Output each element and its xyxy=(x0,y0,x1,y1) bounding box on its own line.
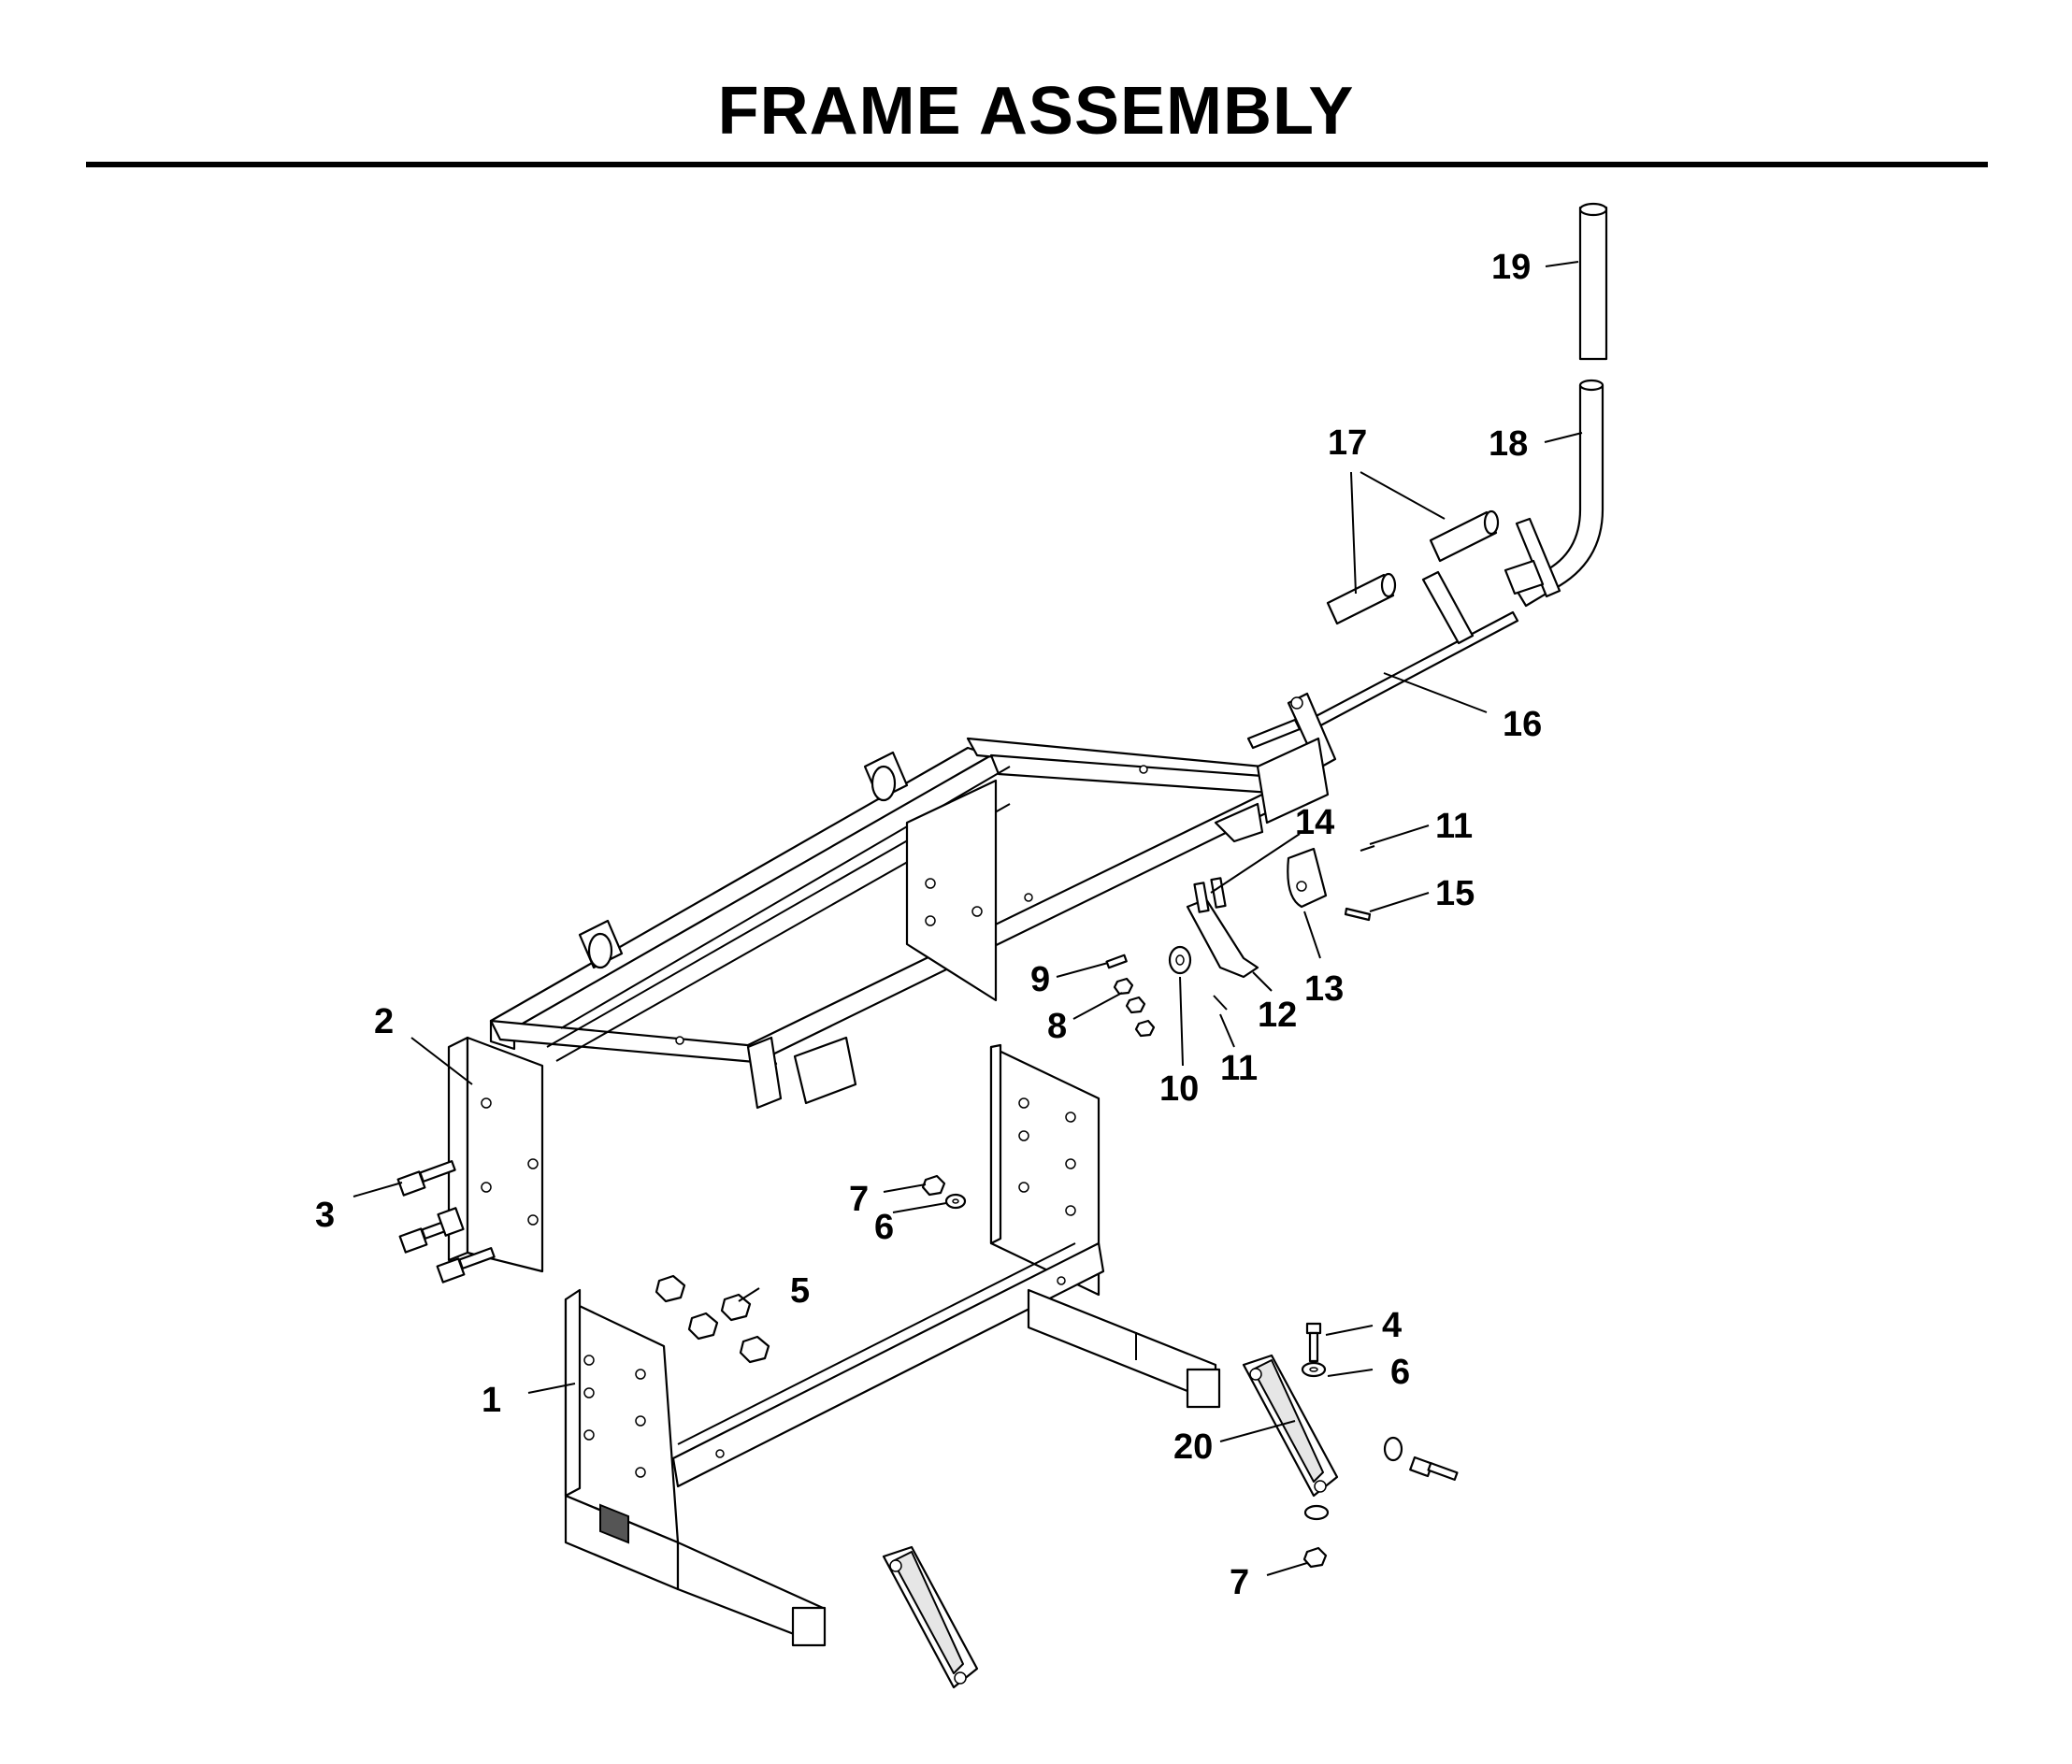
part-19-handle-tube xyxy=(1578,202,1608,361)
callout-12: 12 xyxy=(1258,996,1297,1035)
callout-11-upper: 11 xyxy=(1435,807,1473,846)
callout-10: 10 xyxy=(1159,1069,1199,1109)
callout-16: 16 xyxy=(1503,705,1542,744)
callout-6-upper: 6 xyxy=(874,1208,894,1247)
leader-lines xyxy=(353,261,1583,1576)
callout-7-lower: 7 xyxy=(1230,1563,1249,1602)
callout-4: 4 xyxy=(1382,1306,1402,1345)
callout-2: 2 xyxy=(374,1002,394,1041)
callout-13: 13 xyxy=(1304,969,1344,1009)
callout-17: 17 xyxy=(1328,423,1367,463)
part-16-shaft xyxy=(1246,570,1519,770)
callout-5: 5 xyxy=(790,1271,810,1311)
part-2-upper-frame xyxy=(447,737,1330,1273)
page-title: FRAME ASSEMBLY xyxy=(717,74,1355,149)
callout-7-upper: 7 xyxy=(849,1180,869,1219)
callout-14: 14 xyxy=(1295,803,1334,842)
callout-20: 20 xyxy=(1173,1427,1213,1467)
part-20-brackets xyxy=(882,1354,1339,1689)
part-18-bent-handle xyxy=(1504,379,1604,608)
callout-18: 18 xyxy=(1489,424,1528,464)
callout-19: 19 xyxy=(1491,248,1531,287)
callout-8: 8 xyxy=(1047,1007,1067,1046)
part-17-pins xyxy=(1326,509,1500,625)
title-rule xyxy=(86,162,1988,167)
callout-9: 9 xyxy=(1030,960,1050,999)
callout-15: 15 xyxy=(1435,874,1475,913)
part-1-lower-stand xyxy=(564,1043,1221,1647)
callout-labels: 19 18 17 16 14 11 15 13 12 9 8 10 11 2 3… xyxy=(315,248,1542,1602)
callout-11-lower: 11 xyxy=(1220,1049,1258,1088)
callout-6-lower: 6 xyxy=(1390,1353,1410,1392)
callout-1: 1 xyxy=(482,1381,501,1420)
callout-3: 3 xyxy=(315,1196,335,1235)
hardware xyxy=(396,845,1459,1569)
